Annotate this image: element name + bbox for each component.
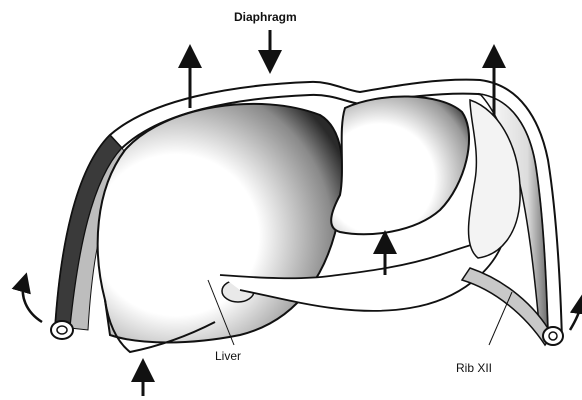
rib-xii-label: Rib XII <box>456 361 492 375</box>
liver-right-lobe <box>98 104 343 343</box>
liver-label: Liver <box>215 349 241 363</box>
left-rib-end <box>51 321 73 339</box>
left-curved-arrow <box>23 282 42 322</box>
right-curved-arrow <box>570 304 581 330</box>
diaphragm-label: Diaphragm <box>234 10 297 24</box>
liver-left-lobe <box>331 96 469 234</box>
right-rib-end <box>543 327 563 345</box>
